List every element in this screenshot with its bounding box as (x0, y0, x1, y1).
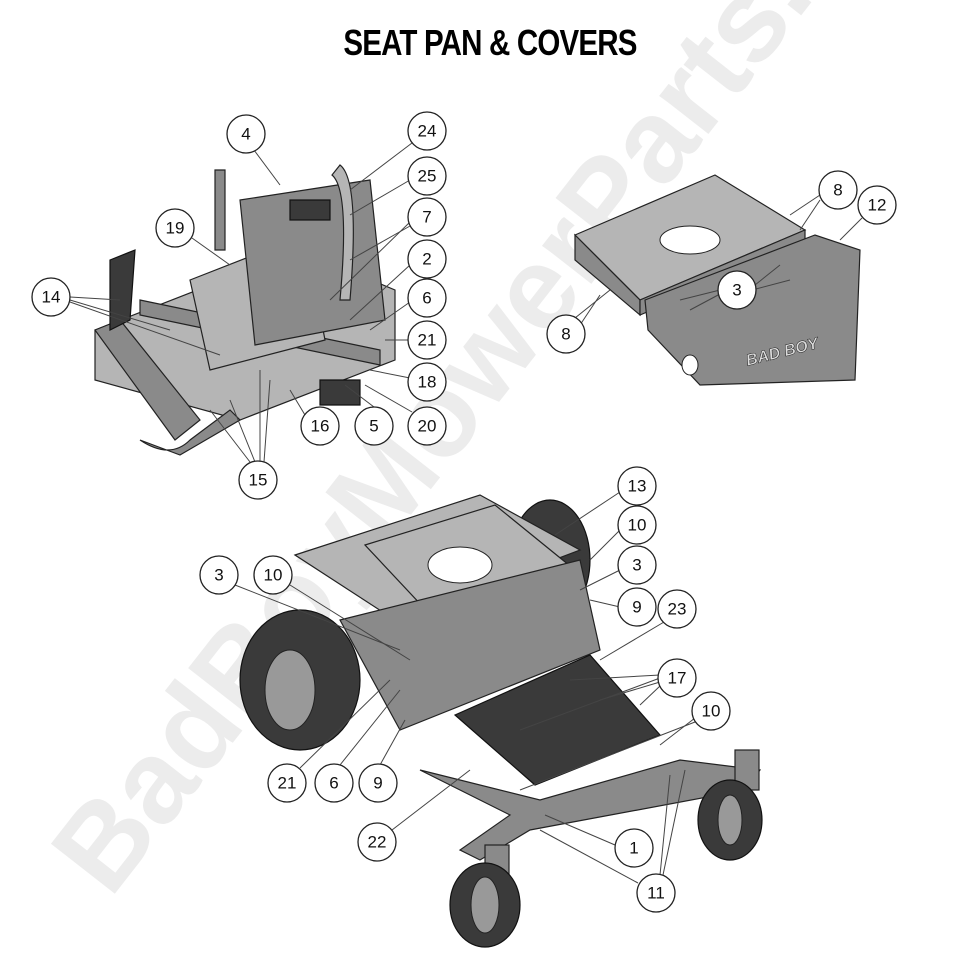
svg-text:10: 10 (264, 566, 283, 585)
callout-10: 10 (691, 691, 731, 731)
svg-text:16: 16 (311, 417, 330, 436)
svg-text:3: 3 (214, 566, 223, 585)
svg-text:14: 14 (42, 288, 61, 307)
callout-8: 8 (818, 170, 858, 210)
svg-text:3: 3 (632, 556, 641, 575)
callout-21: 21 (407, 320, 447, 360)
seat-pan-covers-view: BAD BOY (573, 174, 861, 386)
leader-lines-top-left (69, 142, 413, 463)
callout-12: 12 (857, 185, 897, 225)
callout-13: 13 (617, 466, 657, 506)
svg-text:20: 20 (418, 417, 437, 436)
callout-9: 9 (358, 763, 398, 803)
svg-text:6: 6 (422, 289, 431, 308)
callout-10: 10 (253, 555, 293, 595)
svg-text:10: 10 (628, 516, 647, 535)
leader-lines-top-right (574, 194, 863, 326)
svg-text:9: 9 (632, 598, 641, 617)
callout-7: 7 (407, 197, 447, 237)
callout-11: 11 (636, 873, 676, 913)
callout-3: 3 (717, 270, 757, 310)
page-title: SEAT PAN & COVERS (343, 22, 637, 63)
callout-8: 8 (546, 314, 586, 354)
callout-10: 10 (617, 505, 657, 545)
svg-text:1: 1 (629, 839, 638, 858)
callout-19: 19 (155, 208, 195, 248)
svg-text:4: 4 (241, 125, 250, 144)
seat-pan-assembly-view (94, 164, 396, 456)
callout-1: 1 (614, 828, 654, 868)
svg-text:21: 21 (418, 331, 437, 350)
callout-14: 14 (31, 277, 71, 317)
svg-text:21: 21 (278, 774, 297, 793)
callout-22: 22 (357, 822, 397, 862)
callout-17: 17 (657, 658, 697, 698)
svg-text:3: 3 (732, 281, 741, 300)
svg-text:11: 11 (647, 884, 665, 903)
callout-6: 6 (314, 763, 354, 803)
svg-text:23: 23 (668, 600, 687, 619)
callout-4: 4 (226, 114, 266, 154)
callout-6: 6 (407, 278, 447, 318)
svg-text:9: 9 (373, 774, 382, 793)
svg-text:24: 24 (418, 122, 437, 141)
callout-25: 25 (407, 156, 447, 196)
svg-text:8: 8 (561, 325, 570, 344)
svg-text:5: 5 (369, 417, 378, 436)
callout-21: 21 (267, 763, 307, 803)
callout-23: 23 (657, 589, 697, 629)
callout-5: 5 (354, 406, 394, 446)
svg-text:22: 22 (368, 833, 387, 852)
svg-text:13: 13 (628, 477, 647, 496)
callout-2: 2 (407, 239, 447, 279)
callout-15: 15 (238, 460, 278, 500)
svg-text:17: 17 (668, 669, 687, 688)
svg-text:6: 6 (329, 774, 338, 793)
mower-frame-view (239, 494, 763, 948)
leader-lines-bottom (234, 491, 696, 884)
svg-text:12: 12 (868, 196, 887, 215)
callout-16: 16 (300, 406, 340, 446)
callout-9: 9 (617, 587, 657, 627)
callout-20: 20 (407, 406, 447, 446)
svg-text:25: 25 (418, 167, 437, 186)
svg-text:7: 7 (422, 208, 431, 227)
svg-text:10: 10 (702, 702, 721, 721)
svg-text:18: 18 (418, 373, 437, 392)
callout-3: 3 (199, 555, 239, 595)
callout-24: 24 (407, 111, 447, 151)
callout-18: 18 (407, 362, 447, 402)
watermark: BadBoyMowerParts.com (26, 0, 980, 916)
svg-text:8: 8 (833, 181, 842, 200)
callout-3: 3 (617, 545, 657, 585)
svg-text:19: 19 (166, 219, 185, 238)
svg-text:15: 15 (249, 471, 268, 490)
svg-text:2: 2 (422, 250, 431, 269)
